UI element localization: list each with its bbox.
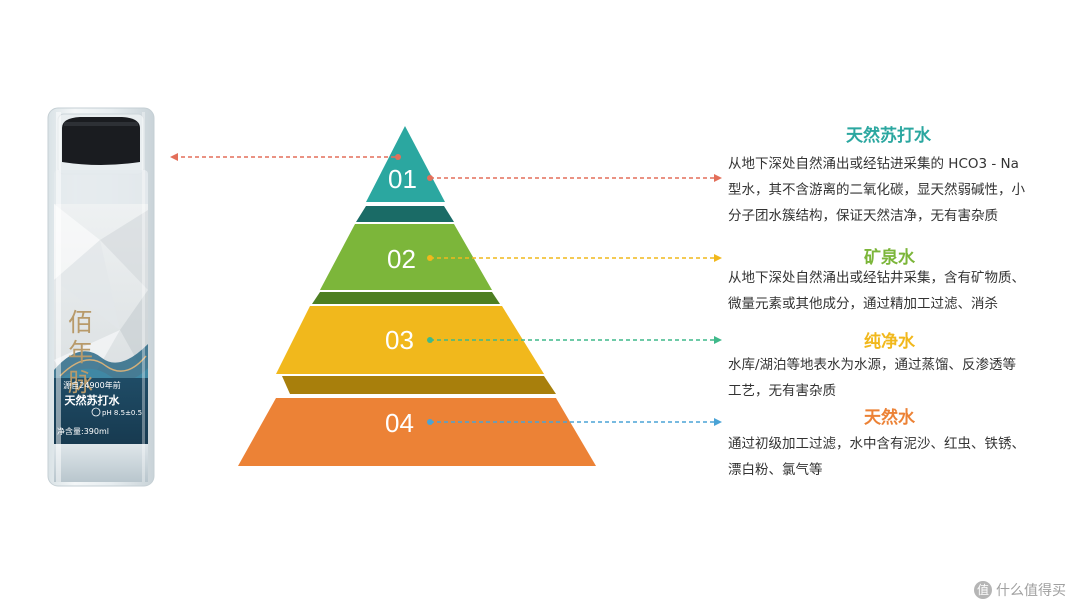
tier-4-title: 天然水	[864, 403, 915, 428]
watermark: 值 什么值得买	[974, 580, 1066, 600]
tier-4-description: 通过初级加工过滤，水中含有泥沙、红虫、铁锈、 漂白粉、氯气等	[728, 431, 1078, 483]
tier-1-description: 从地下深处自然涌出或经钻进采集的 HCO3 - Na 型水，其不含游离的二氧化碳…	[728, 151, 1078, 229]
tier-1-title: 天然苏打水	[846, 121, 931, 146]
tier-1-wedge	[356, 206, 454, 222]
tier-2-description: 从地下深处自然涌出或经钻井采集，含有矿物质、 微量元素或其他成分，通过精加工过滤…	[728, 265, 1078, 317]
tier-4-number: 04	[385, 408, 414, 439]
tier-3-desc-line: 工艺，无有害杂质	[728, 378, 1078, 404]
tier-3-number: 03	[385, 325, 414, 356]
tier-2-desc-line: 从地下深处自然涌出或经钻井采集，含有矿物质、	[728, 265, 1078, 291]
tier-3-description: 水库/湖泊等地表水为水源，通过蒸馏、反渗透等 工艺，无有害杂质	[728, 352, 1078, 404]
tier-3-connector-arrow	[714, 336, 722, 344]
tier-1-desc-line: 从地下深处自然涌出或经钻进采集的 HCO3 - Na	[728, 151, 1078, 177]
tier-1-connector-dot	[427, 175, 433, 181]
tier-3-title: 纯净水	[864, 327, 915, 352]
tier-1-desc-line: 分子团水簇结构，保证天然洁净，无有害杂质	[728, 203, 1078, 229]
tier-1-desc-line: 型水，其不含游离的二氧化碳，显天然弱碱性，小	[728, 177, 1078, 203]
bottle-connector-dot	[395, 154, 401, 160]
watermark-text: 什么值得买	[996, 580, 1066, 600]
tier-4-desc-line: 通过初级加工过滤，水中含有泥沙、红虫、铁锈、	[728, 431, 1078, 457]
tier-2-connector-dot	[427, 255, 433, 261]
tier-4-shape	[238, 398, 596, 466]
tier-4-connector-arrow	[714, 418, 722, 426]
tier-4-desc-line: 漂白粉、氯气等	[728, 457, 1078, 483]
tier-2-number: 02	[387, 244, 416, 275]
tier-2-desc-line: 微量元素或其他成分，通过精加工过滤、消杀	[728, 291, 1078, 317]
tier-3-connector-dot	[427, 337, 433, 343]
tier-3-desc-line: 水库/湖泊等地表水为水源，通过蒸馏、反渗透等	[728, 352, 1078, 378]
tier-1-number: 01	[388, 164, 417, 195]
tier-3-wedge	[282, 376, 556, 394]
tier-1-connector-arrow	[714, 174, 722, 182]
tier-2-connector-arrow	[714, 254, 722, 262]
watermark-logo-icon: 值	[974, 581, 992, 599]
bottle-connector-arrow	[170, 153, 178, 161]
tier-2-wedge	[312, 292, 500, 304]
tier-4-connector-dot	[427, 419, 433, 425]
